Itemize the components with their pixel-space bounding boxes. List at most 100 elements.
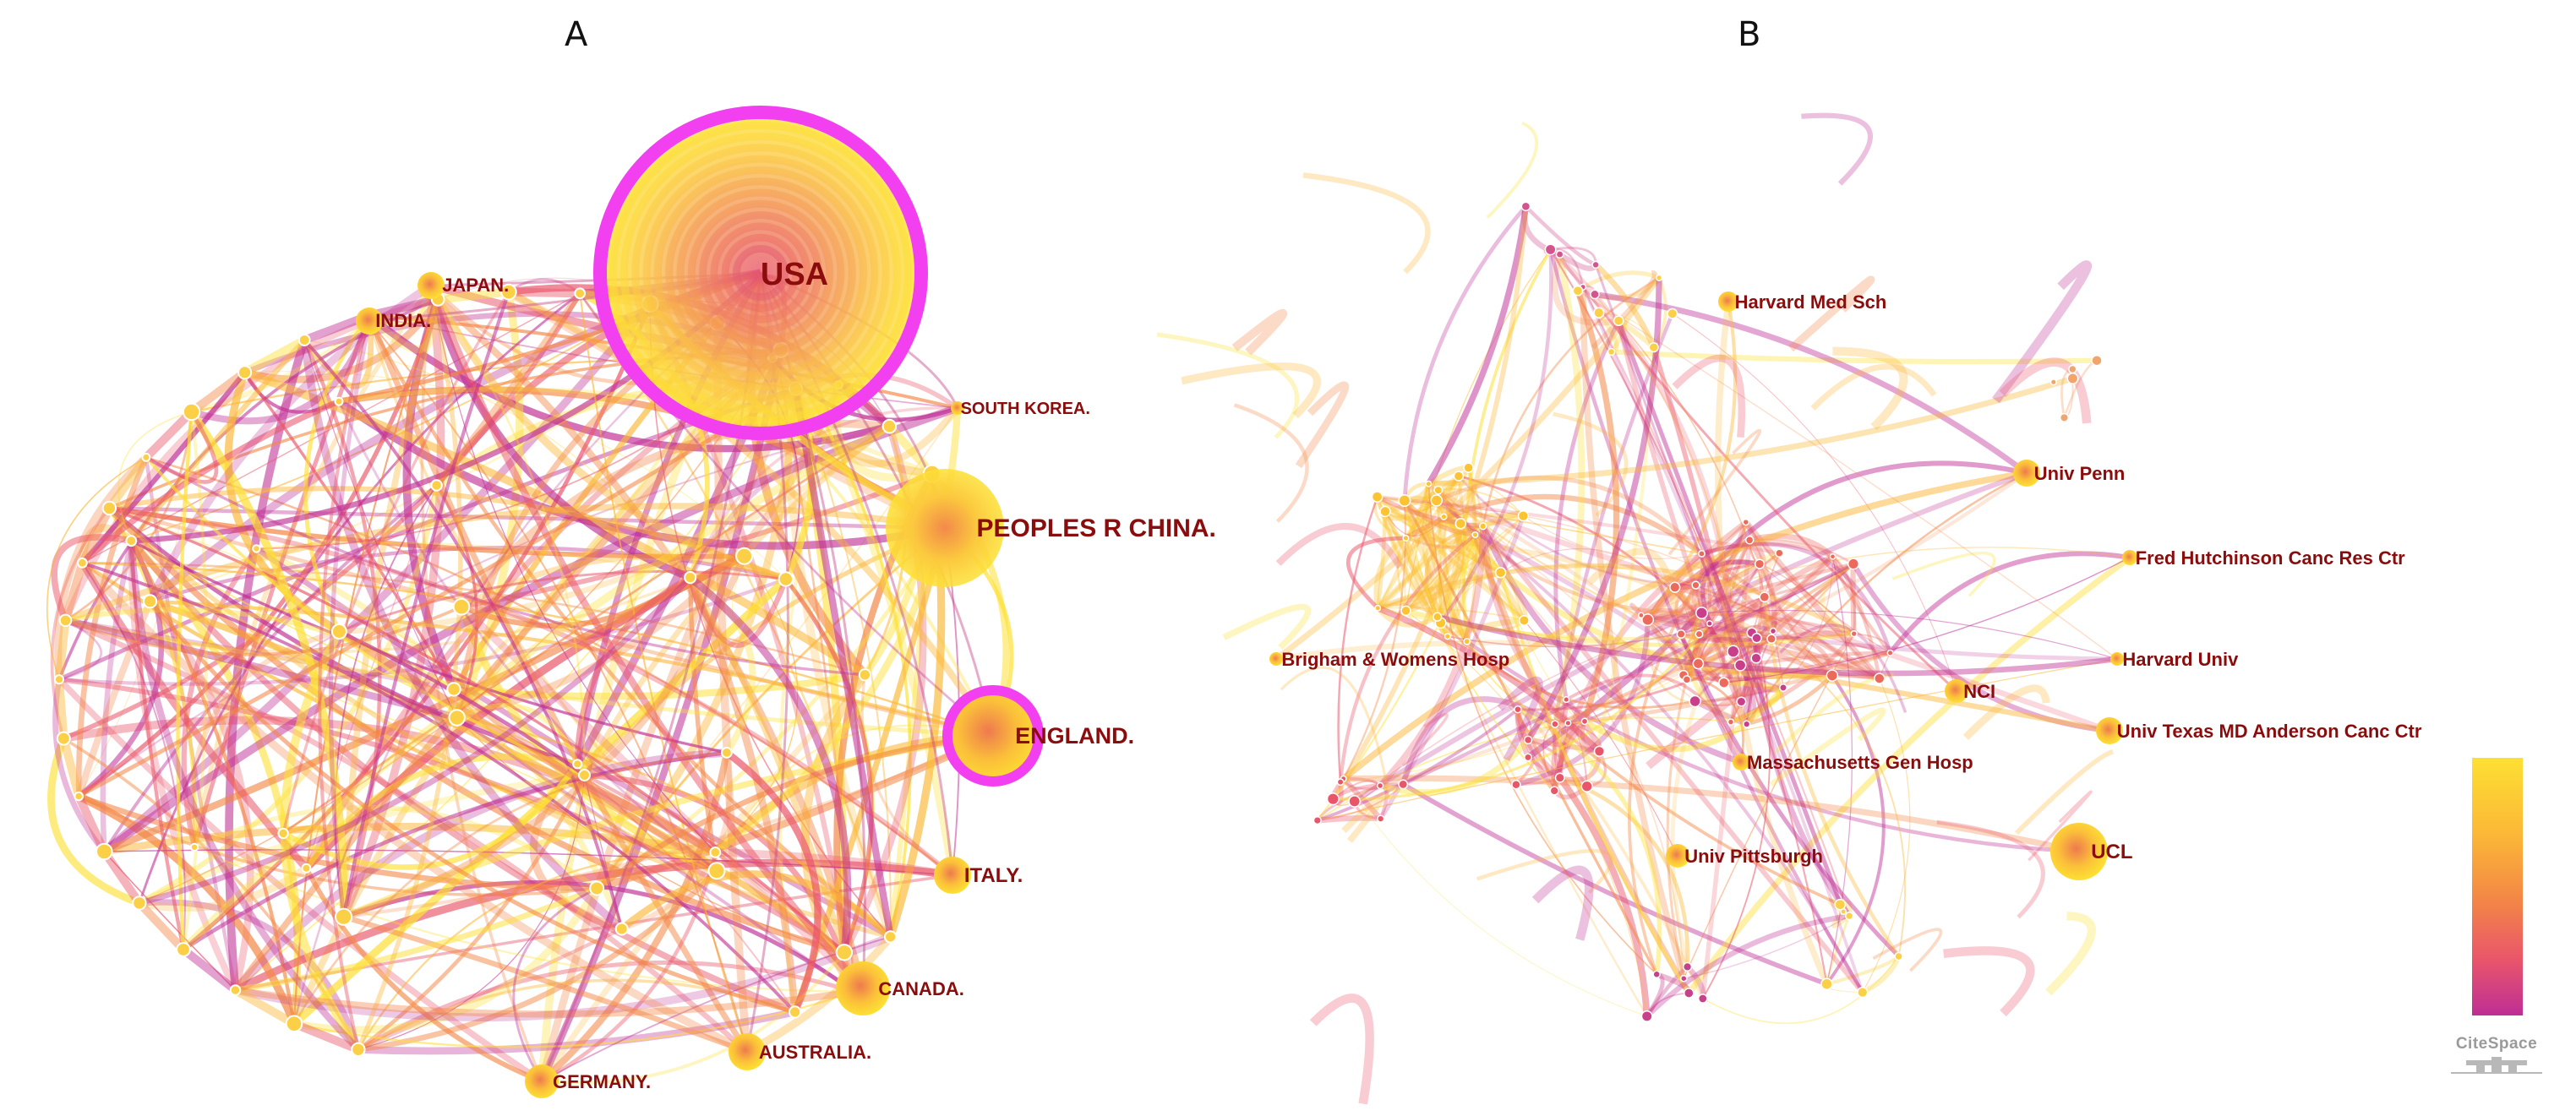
collaboration-edge	[1575, 290, 1620, 722]
minor-node	[1766, 634, 1776, 645]
collaboration-edge	[145, 411, 219, 484]
collaboration-edge	[254, 546, 892, 939]
minor-node	[1494, 566, 1507, 579]
collaboration-edge	[1402, 498, 1476, 537]
collaboration-edge	[145, 456, 953, 876]
cluster-edge	[1434, 533, 1478, 618]
collaboration-edge	[453, 291, 524, 720]
collaboration-edge	[342, 554, 748, 921]
collaboration-edge	[1523, 620, 1678, 857]
network-b-edges	[1156, 112, 2132, 1105]
collaboration-edge	[1640, 547, 2131, 616]
country-node-usa: USA	[593, 106, 928, 440]
node-label: NCI	[1963, 681, 1995, 702]
collaboration-edge	[1694, 460, 2028, 587]
collaboration-edge	[366, 314, 750, 1053]
cluster-edge	[1681, 595, 1767, 678]
minor-node	[452, 597, 471, 616]
collaboration-edge	[1400, 696, 1557, 786]
collaboration-edge	[1317, 716, 1732, 821]
collaboration-edge	[1405, 498, 1465, 614]
collaboration-edge	[451, 687, 718, 874]
collaboration-edge	[1549, 248, 1828, 984]
outer-arc	[1486, 121, 1539, 219]
collaboration-edge	[745, 934, 894, 1056]
cluster-edge	[1697, 630, 1854, 667]
collaboration-edge	[1341, 470, 2028, 781]
collaboration-edge	[1723, 557, 2131, 683]
outer-arc	[1476, 848, 1613, 895]
collaboration-edge	[574, 574, 692, 765]
outer-arc	[1401, 713, 1449, 767]
collaboration-edge	[1405, 249, 1552, 611]
cluster-edge	[1698, 554, 1836, 637]
collaboration-edge	[1593, 262, 1656, 349]
minor-node	[1718, 677, 1730, 689]
cluster-edge	[1723, 651, 1891, 684]
collaboration-edge	[1581, 286, 1864, 994]
collaboration-edge	[232, 347, 783, 993]
collaboration-edge	[337, 400, 718, 872]
cluster-edge	[1694, 637, 1758, 702]
collaboration-edge	[145, 456, 586, 777]
cluster-edge	[1465, 467, 1478, 642]
minor-node	[1402, 534, 1410, 542]
ring-edge	[508, 287, 581, 298]
collaboration-edge	[292, 322, 719, 1024]
collaboration-edge	[1557, 776, 1651, 1017]
institution-node-harvard-med-sch: Harvard Med Sch	[1718, 291, 1886, 313]
minor-node	[1706, 620, 1713, 628]
cluster-edge	[1376, 511, 1388, 609]
outer-arc	[1645, 674, 1766, 770]
collaboration-edge	[1467, 467, 1600, 752]
ring-edge	[136, 900, 187, 953]
node-label: GERMANY.	[553, 1071, 651, 1092]
minor-node	[297, 334, 311, 346]
cluster-edge	[1342, 778, 1404, 791]
country-node-india: INDIA.	[356, 308, 431, 335]
cluster-edge	[1691, 585, 1726, 685]
collaboration-edge	[456, 716, 892, 938]
collaboration-edge	[357, 927, 623, 1052]
minor-node	[285, 1015, 303, 1032]
ring-edge	[437, 287, 510, 304]
minor-node	[334, 396, 344, 406]
collaboration-edge	[1343, 775, 2080, 855]
minor-node	[1563, 696, 1570, 704]
minor-node	[1523, 735, 1533, 745]
collaboration-edge	[1553, 319, 1621, 700]
minor-node	[2091, 354, 2103, 367]
institution-node-univ-texas-md-anderson-canc-ctr: Univ Texas MD Anderson Canc Ctr	[2096, 717, 2422, 744]
country-node-england: ENGLAND.	[942, 685, 1134, 787]
minor-node	[277, 827, 289, 840]
minor-node	[351, 1042, 366, 1058]
collaboration-edge	[1405, 608, 1855, 648]
collaboration-edge	[51, 534, 133, 622]
minor-node	[1682, 675, 1692, 684]
node-label: SOUTH KOREA.	[961, 400, 1090, 418]
minor-node	[574, 287, 587, 300]
collaboration-edge	[1565, 673, 1743, 763]
collaboration-edge	[1820, 561, 1856, 636]
minor-node	[1727, 718, 1735, 726]
collaboration-edge	[81, 561, 796, 1014]
collaboration-edge	[427, 284, 692, 581]
cluster-edge	[1700, 551, 1835, 678]
outer-arc	[1553, 411, 1629, 518]
collaboration-edge	[1376, 605, 1602, 754]
collaboration-edge	[336, 398, 946, 550]
outer-arc	[1779, 623, 1907, 713]
cluster-edge	[1759, 563, 1880, 679]
cluster-edge	[1686, 651, 1891, 682]
collaboration-edge	[1401, 781, 1828, 987]
institution-node-univ-pittsburgh: Univ Pittsburgh	[1666, 844, 1823, 868]
ring-edge	[55, 619, 70, 680]
cluster-edge	[1695, 521, 1748, 586]
minor-node	[1743, 720, 1751, 728]
collaboration-edge	[1404, 500, 1555, 792]
minor-node	[141, 452, 151, 462]
institution-node-ucl: UCL	[2050, 823, 2133, 880]
cluster-edge	[1722, 539, 1751, 683]
collaboration-edge	[1695, 522, 1747, 586]
